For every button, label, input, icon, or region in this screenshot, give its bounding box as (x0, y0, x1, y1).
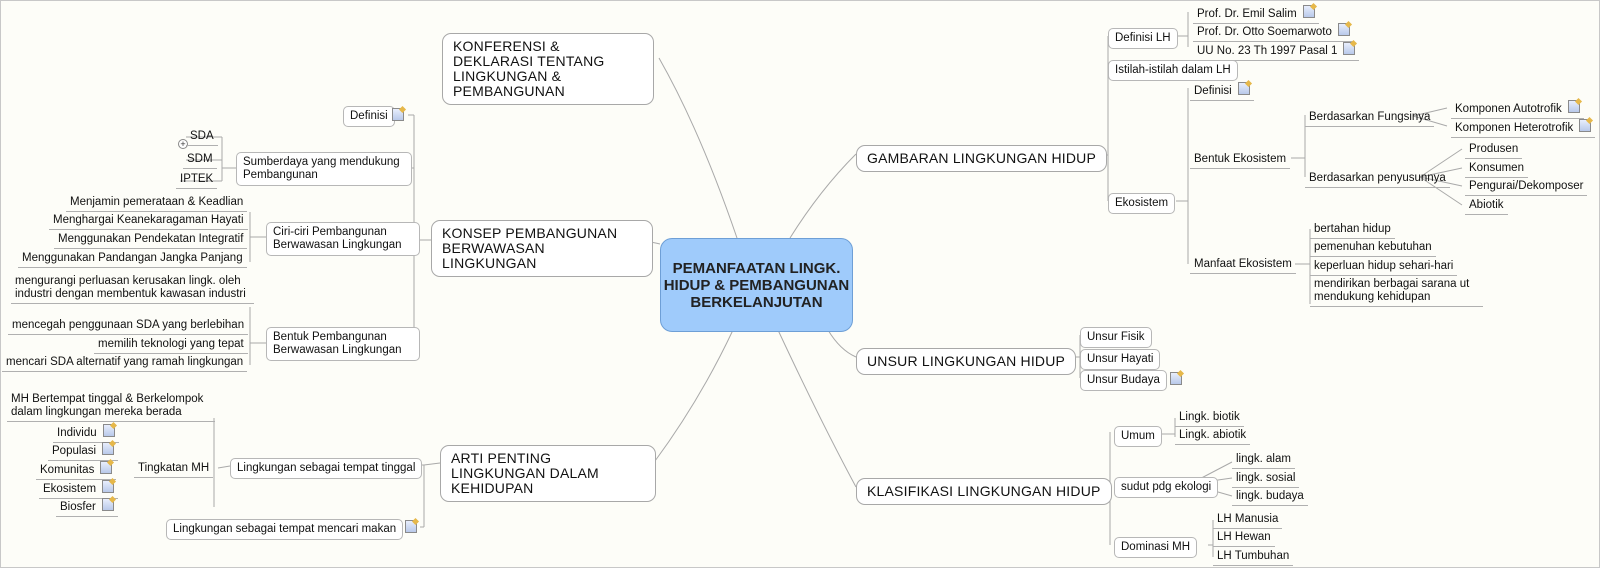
manfaat-item[interactable]: pemenuhan kebutuhan (1310, 240, 1436, 257)
note-icon[interactable] (102, 442, 115, 455)
sumberdaya-item[interactable]: SDA (186, 129, 218, 146)
ciri-item[interactable]: Menghargai Keanekaragaman Hayati (49, 213, 248, 230)
sumberdaya-item[interactable]: SDM (183, 152, 217, 169)
manfaat-item[interactable]: bertahan hidup (1310, 222, 1395, 239)
unsur-item[interactable]: Unsur Budaya (1080, 370, 1167, 391)
note-icon[interactable] (100, 461, 113, 474)
note-icon[interactable] (405, 520, 417, 533)
note-icon[interactable] (102, 480, 115, 493)
penyusun-item[interactable]: Pengurai/Dekomposer (1465, 179, 1588, 196)
definisi-lh-item[interactable]: Prof. Dr. Emil Salim (1193, 4, 1319, 24)
expand-plus-icon[interactable]: + (178, 139, 188, 149)
gambaran-definisi-lh[interactable]: Definisi LH (1108, 28, 1178, 49)
central-topic-label: PEMANFAATAN LINGK. HIDUP & PEMBANGUNAN B… (663, 259, 850, 311)
tingkatan-item[interactable]: MH Bertempat tinggal & Berkelompok dalam… (7, 392, 215, 422)
definisi-lh-item[interactable]: UU No. 23 Th 1997 Pasal 1 (1193, 41, 1360, 61)
klasifikasi-dominasi[interactable]: Dominasi MH (1114, 537, 1198, 558)
branch-konferensi[interactable]: KONFERENSI & DEKLARASI TENTANG LINGKUNGA… (442, 33, 654, 105)
tingkatan-item[interactable]: Biosfer (56, 497, 118, 517)
fungsi-item[interactable]: Komponen Autotrofik (1451, 99, 1584, 119)
ekosistem-definisi[interactable]: Definisi (1190, 81, 1254, 101)
bentuk-item[interactable]: mencegah penggunaan SDA yang berlebihan (8, 318, 249, 335)
branch-arti[interactable]: ARTI PENTING LINGKUNGAN DALAM KEHIDUPAN (440, 445, 656, 502)
bentuk-item[interactable]: mencari SDA alternatif yang ramah lingku… (2, 355, 248, 372)
ekosistem-bentuk[interactable]: Bentuk Ekosistem (1190, 152, 1291, 169)
definisi-lh-item-label: UU No. 23 Th 1997 Pasal 1 (1197, 45, 1338, 57)
branch-gambaran[interactable]: GAMBARAN LINGKUNGAN HIDUP (856, 145, 1108, 172)
dominasi-item[interactable]: LH Hewan (1213, 530, 1275, 547)
note-icon[interactable] (1302, 5, 1315, 18)
arti-tingkatan[interactable]: Tingkatan MH (134, 461, 214, 478)
note-icon[interactable] (1337, 23, 1350, 36)
bentuk-item[interactable]: mengurangi perluasan kerusakan lingk. ol… (11, 274, 254, 304)
tingkatan-item[interactable]: Komunitas (36, 460, 117, 480)
note-icon[interactable] (1567, 100, 1580, 113)
definisi-lh-item[interactable]: Prof. Dr. Otto Soemarwoto (1193, 22, 1354, 42)
tingkatan-item-label: Ekosistem (43, 483, 97, 495)
note-icon[interactable] (101, 498, 114, 511)
note-icon[interactable] (1170, 372, 1182, 385)
tingkatan-item-label: Komunitas (40, 464, 95, 476)
note-icon[interactable] (1579, 119, 1592, 132)
note-icon[interactable] (392, 108, 404, 121)
ciri-item[interactable]: Menjamin pemerataan & Keadlian (66, 195, 248, 212)
tingkatan-item[interactable]: Individu (53, 423, 119, 443)
fungsi-item-label: Komponen Heterotrofik (1455, 122, 1574, 134)
klasifikasi-ekologi[interactable]: sudut pdg ekologi (1114, 477, 1219, 498)
gambaran-istilah[interactable]: Istilah-istilah dalam LH (1108, 60, 1238, 81)
konsep-sumberdaya[interactable]: Sumberdaya yang mendukung Pembangunan (236, 152, 412, 186)
konsep-ciri[interactable]: Ciri-ciri Pembangunan Berwawasan Lingkun… (266, 222, 420, 256)
bentuk-penyusun[interactable]: Berdasarkan penyusunnya (1305, 171, 1450, 188)
tingkatan-item-label: Biosfer (60, 501, 96, 513)
tingkatan-item-label: Populasi (52, 445, 97, 457)
sumberdaya-item[interactable]: IPTEK (176, 172, 218, 189)
konsep-bentuk[interactable]: Bentuk Pembangunan Berwawasan Lingkungan (266, 327, 420, 361)
klasifikasi-umum[interactable]: Umum (1114, 426, 1162, 447)
penyusun-item[interactable]: Abiotik (1465, 198, 1508, 215)
penyusun-item[interactable]: Konsumen (1465, 161, 1528, 178)
konsep-definisi-label: Definisi (350, 110, 388, 122)
konsep-definisi[interactable]: Definisi (343, 106, 395, 127)
fungsi-item-label: Komponen Autotrofik (1455, 103, 1562, 115)
note-icon[interactable] (1343, 42, 1356, 55)
dominasi-item[interactable]: LH Tumbuhan (1213, 549, 1294, 566)
arti-mencari-makan[interactable]: Lingkungan sebagai tempat mencari makan (166, 519, 404, 540)
definisi-lh-item-label: Prof. Dr. Otto Soemarwoto (1197, 26, 1332, 38)
definisi-lh-item-label: Prof. Dr. Emil Salim (1197, 8, 1297, 20)
manfaat-item[interactable]: keperluan hidup sehari-hari (1310, 259, 1458, 276)
tingkatan-item[interactable]: Populasi (48, 441, 119, 461)
ciri-item[interactable]: Menggunakan Pendekatan Integratif (54, 232, 248, 249)
dominasi-item[interactable]: LH Manusia (1213, 512, 1283, 529)
manfaat-item[interactable]: mendirikan berbagai sarana ut mendukung … (1310, 277, 1483, 307)
ekosistem-definisi-label: Definisi (1194, 85, 1232, 97)
umum-item[interactable]: Lingk. abiotik (1175, 428, 1251, 445)
ekosistem-manfaat[interactable]: Manfaat Ekosistem (1190, 257, 1296, 274)
branch-klasifikasi[interactable]: KLASIFIKASI LINGKUNGAN HIDUP (856, 478, 1112, 505)
note-icon[interactable] (1237, 82, 1250, 95)
penyusun-item[interactable]: Produsen (1465, 142, 1523, 159)
ciri-item[interactable]: Menggunakan Pandangan Jangka Panjang (18, 251, 247, 268)
umum-item[interactable]: Lingk. biotik (1175, 410, 1244, 427)
unsur-item[interactable]: Unsur Hayati (1080, 349, 1161, 370)
unsur-item[interactable]: Unsur Fisik (1080, 327, 1152, 348)
fungsi-item[interactable]: Komponen Heterotrofik (1451, 118, 1596, 138)
branch-konsep[interactable]: KONSEP PEMBANGUNAN BERWAWASAN LINGKUNGAN (431, 220, 653, 277)
tingkatan-item-label: Individu (57, 427, 97, 439)
bentuk-fungsi[interactable]: Berdasarkan Fungsinya (1305, 110, 1435, 127)
ekologi-item[interactable]: lingk. alam (1232, 452, 1295, 469)
ekologi-item[interactable]: lingk. sosial (1232, 471, 1300, 488)
gambaran-ekosistem[interactable]: Ekosistem (1108, 193, 1176, 214)
branch-unsur[interactable]: UNSUR LINGKUNGAN HIDUP (856, 348, 1077, 375)
note-icon[interactable] (102, 424, 115, 437)
central-topic[interactable]: PEMANFAATAN LINGK. HIDUP & PEMBANGUNAN B… (660, 238, 853, 332)
ekologi-item[interactable]: lingk. budaya (1232, 489, 1308, 506)
tingkatan-item[interactable]: Ekosistem (39, 479, 119, 499)
arti-tempat-tinggal[interactable]: Lingkungan sebagai tempat tinggal (230, 458, 423, 479)
bentuk-item[interactable]: memilih teknologi yang tepat (94, 337, 248, 354)
